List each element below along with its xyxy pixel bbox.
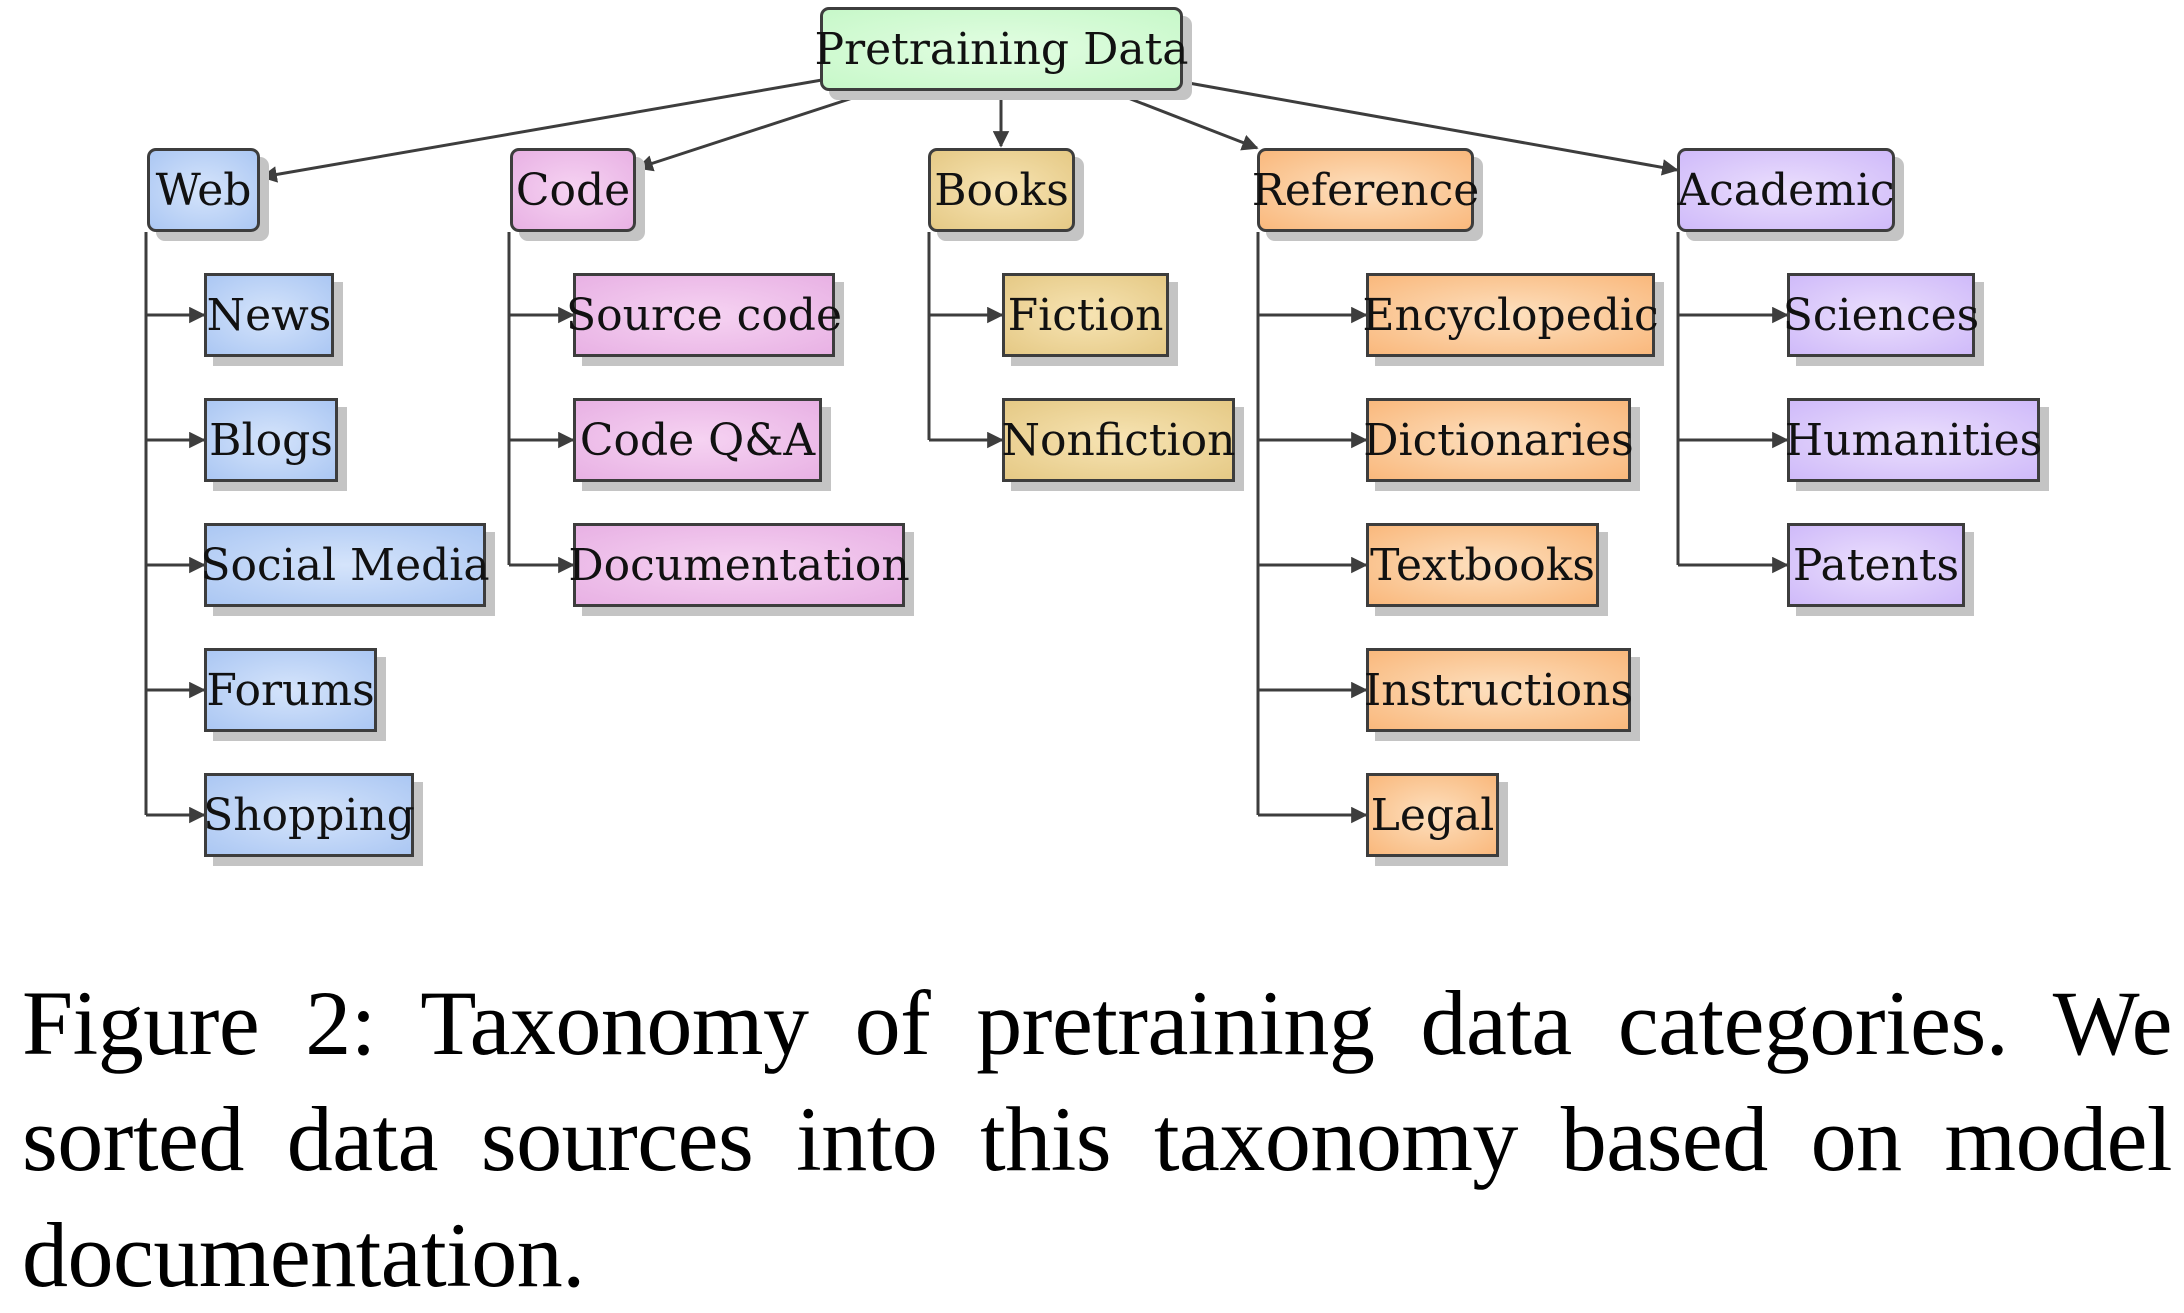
leaf-label: Blogs <box>209 414 333 466</box>
root-label: Pretraining Data <box>814 23 1189 75</box>
leaf-label: Encyclopedic <box>1362 289 1659 341</box>
leaf-forums: Forums <box>204 648 377 732</box>
leaf-patents: Patents <box>1787 523 1965 607</box>
leaf-dictionaries: Dictionaries <box>1363 398 1634 482</box>
root-node: Pretraining Data <box>814 7 1189 91</box>
leaf-label: Forums <box>206 664 375 716</box>
leaf-fiction: Fiction <box>1002 273 1169 357</box>
category-label: Reference <box>1251 164 1480 216</box>
leaf-label: Sciences <box>1782 289 1980 341</box>
edge-root-academic <box>1182 80 1679 176</box>
connector-layer <box>144 78 1789 824</box>
leaf-humanities: Humanities <box>1784 398 2043 482</box>
leaf-blogs: Blogs <box>204 398 338 482</box>
category-academic: Academic <box>1677 148 1895 232</box>
leaf-label: Social Media <box>200 539 490 591</box>
leaf-label: Fiction <box>1007 289 1164 341</box>
leaf-label: Code Q&A <box>579 414 816 466</box>
leaf-label: Humanities <box>1784 414 2043 466</box>
leaf-label: Patents <box>1792 539 1960 591</box>
leaf-documentation: Documentation <box>568 523 910 607</box>
leaf-legal: Legal <box>1366 773 1499 857</box>
leaf-news: News <box>204 273 334 357</box>
taxonomy-diagram: Pretraining Data Web News Blogs Social M… <box>144 7 2043 857</box>
leaf-label: Instructions <box>1363 664 1634 716</box>
leaf-textbooks: Textbooks <box>1366 523 1599 607</box>
leaf-label: Dictionaries <box>1363 414 1634 466</box>
category-books: Books <box>928 148 1075 232</box>
leaf-social-media: Social Media <box>200 523 490 607</box>
leaf-encyclopedic: Encyclopedic <box>1362 273 1659 357</box>
leaf-label: Shopping <box>203 789 415 841</box>
leaf-code-qa: Code Q&A <box>573 398 822 482</box>
leaf-source-code: Source code <box>566 273 842 357</box>
category-web: Web <box>147 148 260 232</box>
leaf-label: Legal <box>1370 789 1495 841</box>
category-label: Books <box>934 164 1069 216</box>
edge-root-web <box>260 78 823 183</box>
category-label: Code <box>515 164 631 216</box>
leaf-label: Documentation <box>568 539 910 591</box>
figure-caption: Figure 2: Taxonomy of pretraining data c… <box>22 972 2173 1306</box>
leaf-label: News <box>206 289 332 341</box>
edge-root-code <box>636 89 875 172</box>
category-code: Code <box>510 148 636 232</box>
edge-root-reference <box>1109 89 1259 151</box>
leaf-label: Nonfiction <box>1001 414 1236 466</box>
category-reference: Reference <box>1252 148 1479 232</box>
leaf-instructions: Instructions <box>1363 648 1634 732</box>
category-label: Web <box>155 164 252 216</box>
leaf-nonfiction: Nonfiction <box>1002 398 1235 482</box>
leaf-label: Textbooks <box>1370 539 1595 591</box>
category-label: Academic <box>1677 164 1895 216</box>
leaf-label: Source code <box>566 289 843 341</box>
leaf-sciences: Sciences <box>1783 273 1979 357</box>
leaf-shopping: Shopping <box>203 773 415 857</box>
